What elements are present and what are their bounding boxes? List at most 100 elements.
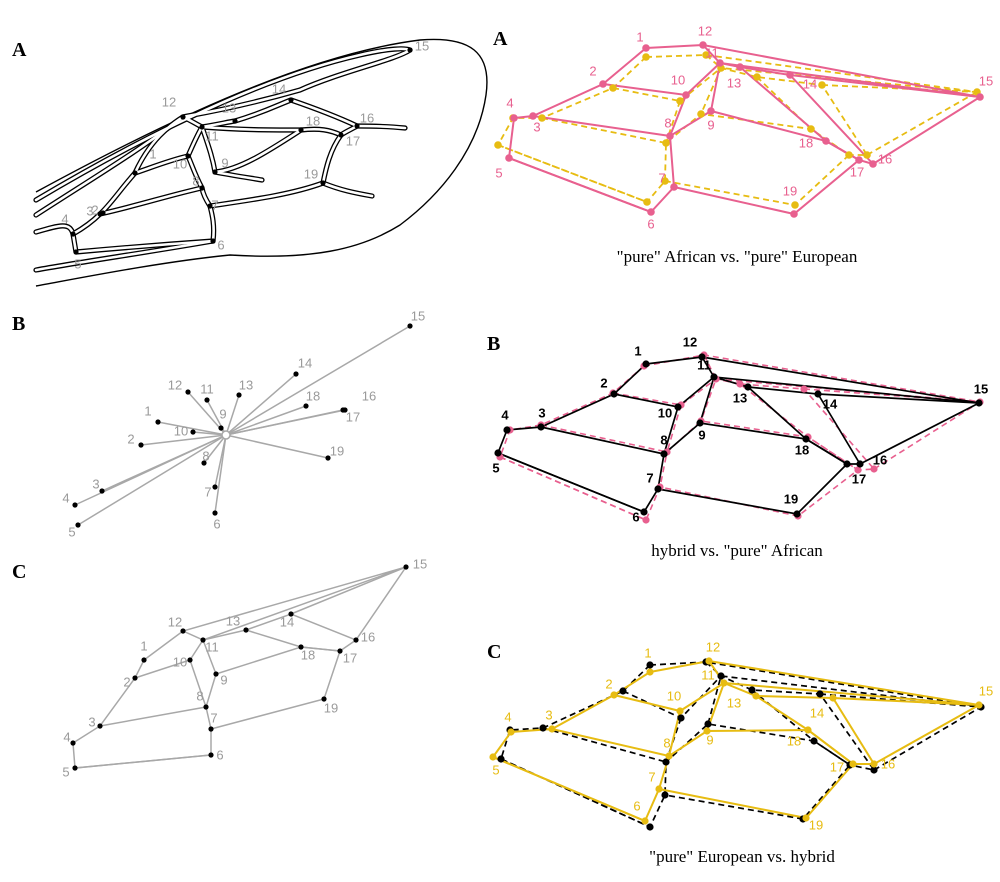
wing-label-3: 3	[86, 203, 93, 218]
star-point-11	[204, 397, 210, 403]
wire-gray-point-16	[353, 637, 359, 643]
wire-gray-edge-8	[99, 706, 207, 727]
right-a-label-14: 14	[803, 76, 817, 91]
wire-gray-label-5: 5	[62, 764, 69, 779]
star-label-15: 15	[411, 308, 425, 323]
right-c-european-edge-2	[649, 659, 980, 732]
star-point-13	[236, 392, 242, 398]
right-b-hybrid-point-9	[696, 419, 704, 427]
panel-letter-left-b: B	[12, 313, 25, 335]
right-c-european-edge-9	[492, 756, 646, 822]
projection-ray-5	[77, 434, 227, 526]
wire-gray-point-6	[208, 752, 214, 758]
right-c-label-1: 1	[644, 645, 651, 660]
right-b-african-point-16	[870, 465, 878, 473]
right-a-label-6: 6	[647, 216, 654, 231]
right-b-label-14: 14	[823, 396, 838, 411]
wire-gray-label-13: 13	[226, 613, 240, 628]
right-a-label-19: 19	[783, 183, 797, 198]
star-point-9	[218, 425, 224, 431]
right-a-european-point-5	[494, 141, 502, 149]
right-a-african-point-10	[682, 91, 690, 99]
right-a-label-9: 9	[707, 117, 714, 132]
right-a-african-point-8	[666, 132, 674, 140]
right-a-label-4: 4	[506, 95, 513, 110]
right-b-hybrid-point-15	[975, 399, 983, 407]
right-c-hybrid-edge-6	[873, 706, 982, 771]
right-b-african-edge-9	[499, 456, 647, 521]
wire-gray-label-7: 7	[210, 710, 217, 725]
wire-gray-label-10: 10	[173, 654, 187, 669]
wire-gray-label-18: 18	[301, 647, 315, 662]
right-c-hybrid-point-3	[539, 724, 547, 732]
right-c-european-point-5	[489, 753, 497, 761]
right-b-hybrid-point-14	[814, 390, 822, 398]
right-a-african-point-14	[786, 71, 794, 79]
right-c-european-point-10	[676, 707, 684, 715]
right-c-european-point-9	[703, 727, 711, 735]
wire-gray-point-13	[243, 627, 249, 633]
star-label-3: 3	[92, 476, 99, 491]
right-c-hybrid-point-13	[748, 686, 756, 694]
right-b-label-10: 10	[658, 405, 672, 420]
right-c-hybrid-point-2	[619, 687, 627, 695]
right-c-european-point-16	[870, 760, 878, 768]
right-b-label-9: 9	[698, 427, 705, 442]
panel-letter-left-a: A	[12, 39, 27, 61]
wing-label-5: 5	[74, 256, 81, 271]
right-c-label-9: 9	[706, 732, 713, 747]
right-b-hybrid-point-4	[503, 426, 511, 434]
star-label-10: 10	[174, 423, 188, 438]
wire-gray-edge-6	[355, 566, 407, 641]
right-b-hybrid-edge-9	[497, 452, 645, 513]
projection-ray-10	[192, 431, 227, 436]
right-c-european-point-18	[804, 726, 812, 734]
right-c-label-18: 18	[787, 733, 801, 748]
star-label-9: 9	[219, 406, 226, 421]
right-b-hybrid-edge-4	[701, 356, 715, 378]
right-a-european-point-19	[791, 201, 799, 209]
star-label-1: 1	[144, 403, 151, 418]
right-c-label-4: 4	[504, 709, 511, 724]
star-label-7: 7	[204, 484, 211, 499]
caption-right-b: hybrid vs. "pure" African	[651, 541, 823, 560]
right-a-african-edge-8	[532, 115, 671, 137]
star-point-6	[212, 510, 218, 516]
right-b-label-1: 1	[634, 343, 641, 358]
wing-label-16: 16	[360, 110, 374, 125]
right-b-hybrid-point-10	[674, 403, 682, 411]
right-c-hybrid-point-11	[717, 672, 725, 680]
star-point-12	[185, 389, 191, 395]
right-b-label-5: 5	[492, 460, 499, 475]
right-c-hybrid-point-16	[870, 766, 878, 774]
star-point-14	[293, 371, 299, 377]
right-a-european-point-16	[863, 151, 871, 159]
right-b-hybrid-point-8	[660, 450, 668, 458]
star-label-17: 17	[346, 409, 360, 424]
right-b-hybrid-point-19	[793, 510, 801, 518]
wing-label-14: 14	[272, 81, 286, 96]
right-c-european-point-11	[720, 679, 728, 687]
right-c-european-point-4	[507, 728, 515, 736]
right-a-african-point-12	[699, 41, 707, 49]
right-b-label-12: 12	[683, 334, 697, 349]
wire-gray-label-11: 11	[205, 639, 219, 654]
wire-gray-edge-9	[74, 754, 212, 769]
star-label-19: 19	[330, 443, 344, 458]
star-point-5	[75, 522, 81, 528]
wing-vein-inner-3	[34, 154, 215, 254]
panel-letter-left-c: C	[12, 561, 26, 583]
right-c-european-point-14	[829, 694, 837, 702]
right-c-label-5: 5	[492, 762, 499, 777]
right-c-label-3: 3	[545, 707, 552, 722]
right-a-african-edge-7	[789, 74, 981, 98]
wire-gray-edge-7	[290, 566, 407, 615]
right-b-hybrid-point-17	[843, 460, 851, 468]
wire-gray-label-9: 9	[220, 672, 227, 687]
right-a-label-15: 15	[979, 73, 993, 88]
right-b-african-point-14	[800, 385, 808, 393]
right-a-label-18: 18	[799, 135, 813, 150]
right-a-european-edge-8	[541, 117, 667, 144]
wire-gray-point-14	[288, 611, 294, 617]
star-label-11: 11	[200, 381, 214, 396]
